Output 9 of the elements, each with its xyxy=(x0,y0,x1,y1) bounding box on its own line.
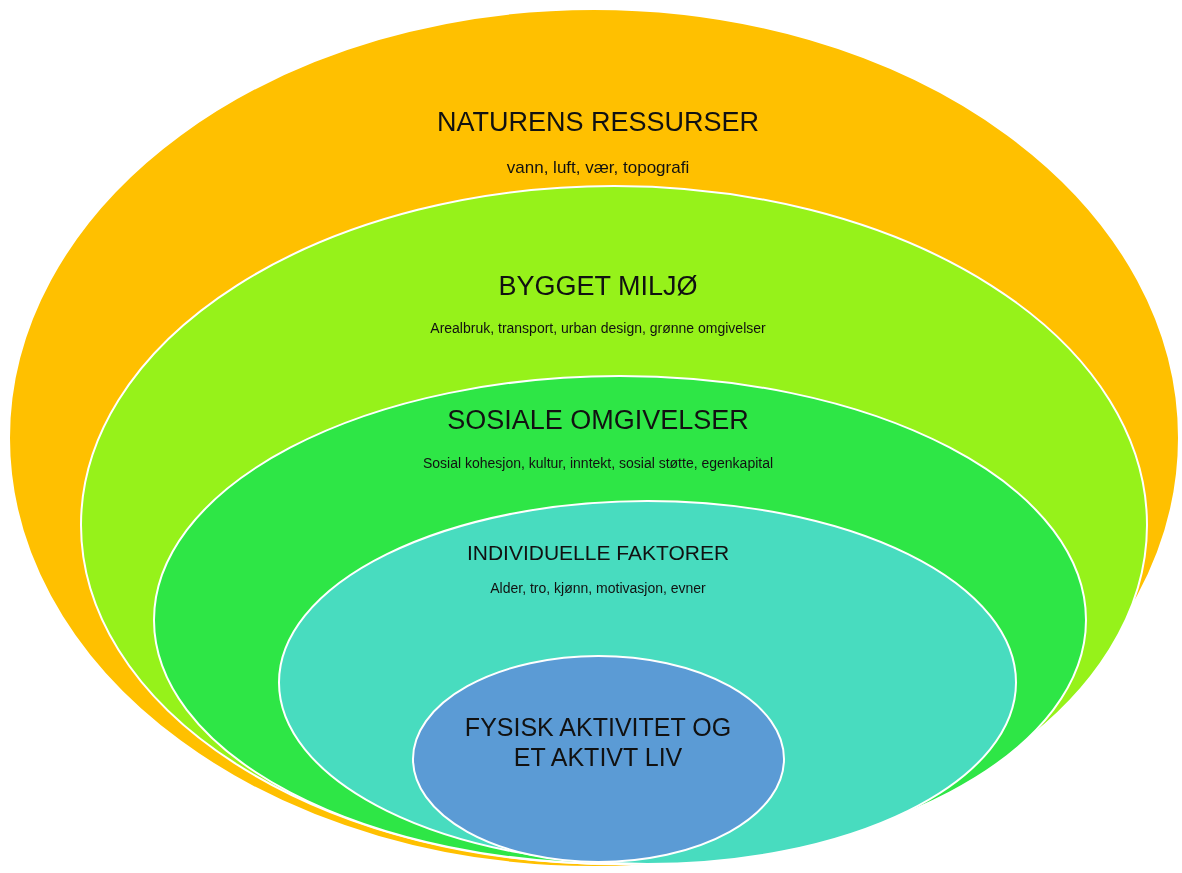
heading-text: INDIVIDUELLE FAKTORER xyxy=(465,540,731,566)
heading-text: FYSISK AKTIVITET OG ET AKTIVT LIV xyxy=(463,712,733,772)
heading-text: SOSIALE OMGIVELSER xyxy=(446,404,750,437)
heading-text: BYGGET MILJØ xyxy=(497,270,699,303)
description-text: Sosial kohesjon, kultur, inntekt, sosial støtte, egenkapital xyxy=(421,455,775,472)
heading-text: NATURENS RESSURSER xyxy=(435,106,761,139)
description-text: vann, luft, vær, topografi xyxy=(505,158,691,179)
description-text: Alder, tro, kjønn, motivasjon, evner xyxy=(489,580,707,597)
description-text: Arealbruk, transport, urban design, grønne omgivelser xyxy=(429,320,767,337)
